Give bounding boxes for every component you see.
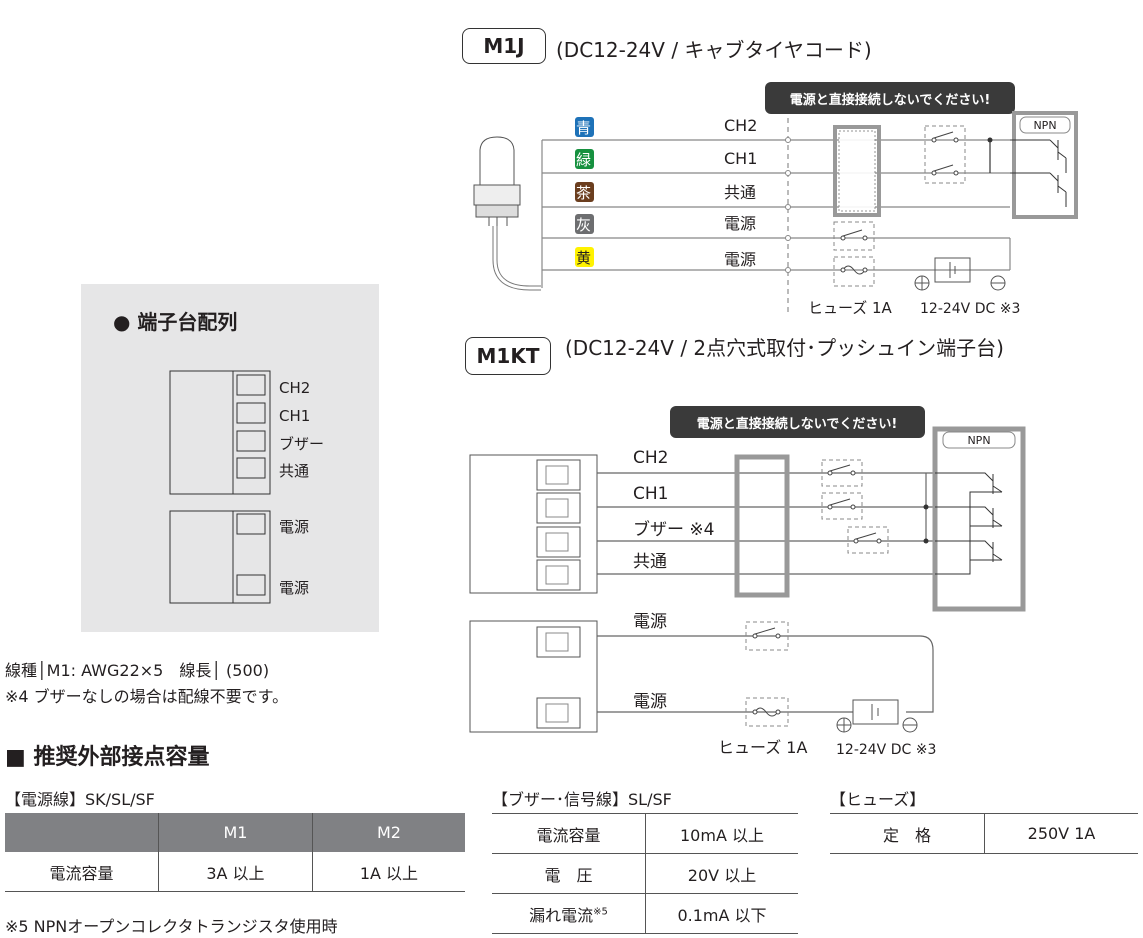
cell: 定 格 (830, 813, 985, 854)
panel-title: ● 端子台配列 (113, 310, 238, 334)
terminal-slot (236, 430, 266, 452)
terminal-slot (236, 374, 266, 396)
terminal-slot (236, 574, 266, 596)
m1j-dc-label: 12-24V DC ※3 (920, 301, 1020, 317)
m1kt-npn-box (932, 426, 1026, 612)
wire-signal-label: 電源 (724, 250, 756, 269)
m1j-fuse-label: ヒューズ 1A (808, 299, 893, 317)
m1kt-fuse-label: ヒューズ 1A (718, 738, 807, 757)
cell: 3A 以上 (158, 852, 313, 892)
m1j-wires (541, 139, 1011, 288)
transistor-icon (1010, 139, 1067, 207)
cell: 10mA 以上 (645, 813, 798, 854)
m1kt-wires (597, 472, 935, 713)
m1kt-npn-label: NPN (967, 434, 990, 447)
fuse-table-caption: 【ヒューズ】 (830, 790, 926, 809)
m1kt-controller-box (734, 454, 790, 598)
m1kt-badge: M1KT (465, 337, 551, 375)
terminal-label: 電源 (279, 518, 309, 536)
battery-icon (914, 257, 1006, 291)
terminal-label: CH1 (279, 407, 310, 425)
cell: 電流容量 (5, 852, 159, 892)
wire-color-tag: 黄 (576, 249, 591, 267)
cell: 1A 以上 (311, 852, 465, 892)
wire-color-tag: 灰 (576, 216, 591, 234)
terminal-block-drawing: CH2 CH1 ブザー 共通 電源 電源 (169, 370, 324, 604)
signal-table-caption: 【ブザー･信号線】SL/SF (492, 790, 672, 809)
footnote-mark: ※5 (593, 906, 608, 918)
wire-signal-label: 電源 (724, 214, 756, 233)
m1kt-signal-label: ブザー ※4 (633, 519, 714, 540)
terminal-slot (236, 402, 266, 424)
cell: 電流容量 (492, 813, 646, 854)
m1kt-power-label: 電源 (633, 612, 667, 632)
wire-signal-label: CH2 (724, 116, 757, 135)
header-cell (5, 813, 159, 852)
m1kt-warning-banner (670, 406, 925, 438)
cell-text: 漏れ電流 (529, 905, 594, 925)
terminal-label: 電源 (279, 579, 309, 597)
m1kt-signal-label: 共通 (633, 552, 667, 572)
m1j-npn-box (1012, 111, 1078, 219)
m1kt-dc-label: 12-24V DC ※3 (836, 742, 936, 758)
terminal-label: ブザー (279, 435, 324, 453)
cell: 20V 以上 (645, 853, 798, 894)
wire-signal-label: 共通 (724, 183, 756, 202)
m1j-wire-color-tags: 青 緑 茶 灰 黄 (575, 117, 594, 267)
wire-color-tag: 茶 (576, 184, 591, 202)
transistor-icon (935, 472, 1003, 575)
cell: 250V 1A (984, 813, 1138, 854)
terminal-slot (236, 457, 266, 479)
switch-icon (840, 131, 959, 275)
wire-spec: 線種│M1: AWG22×5 線長│ (500) (5, 661, 270, 680)
m1kt-power-label: 電源 (633, 692, 667, 712)
m1j-npn-label: NPN (1033, 119, 1056, 132)
m1j-badge: M1J (462, 28, 546, 64)
wire-signal-label: CH1 (724, 149, 757, 168)
m1j-warning-text: 電源と直接接続しないでください! (790, 92, 991, 108)
power-table-caption: 【電源線】SK/SL/SF (5, 790, 155, 809)
m1j-subtitle: (DC12-24V / キャブタイヤコード) (556, 38, 872, 62)
m1kt-subtitle: (DC12-24V / 2点穴式取付･プッシュイン端子台) (565, 336, 1004, 360)
switch-icon (752, 464, 882, 717)
m1kt-terminal-block (469, 454, 598, 733)
header-cell: M2 (311, 813, 465, 852)
note-4: ※4 ブザーなしの場合は配線不要です。 (5, 687, 289, 706)
wire-color-tag: 青 (576, 119, 591, 137)
m1kt-signal-label: CH1 (633, 484, 668, 504)
terminal-slot (236, 513, 266, 535)
battery-icon (836, 699, 918, 733)
terminal-label: CH2 (279, 379, 310, 397)
m1j-warning-banner (765, 82, 1015, 114)
terminal-arrangement-panel: ● 端子台配列 CH2 CH1 ブザー 共通 電源 電源 (81, 284, 379, 632)
m1kt-signal-label: CH2 (633, 448, 668, 468)
terminal-label: 共通 (279, 462, 309, 480)
cell: 電 圧 (492, 853, 646, 894)
cell: 漏れ電流※5 (492, 893, 646, 934)
note-5: ※5 NPNオープンコレクタトランジスタ使用時 (5, 917, 338, 936)
m1j-controller-box (833, 125, 881, 217)
section-heading: ■ 推奨外部接点容量 (5, 745, 210, 770)
wire-color-tag: 緑 (576, 151, 591, 169)
m1kt-warning-text: 電源と直接接続しないでください! (697, 416, 898, 432)
lamp-icon (473, 136, 541, 291)
header-cell: M1 (158, 813, 313, 852)
cell: 0.1mA 以下 (645, 893, 798, 934)
